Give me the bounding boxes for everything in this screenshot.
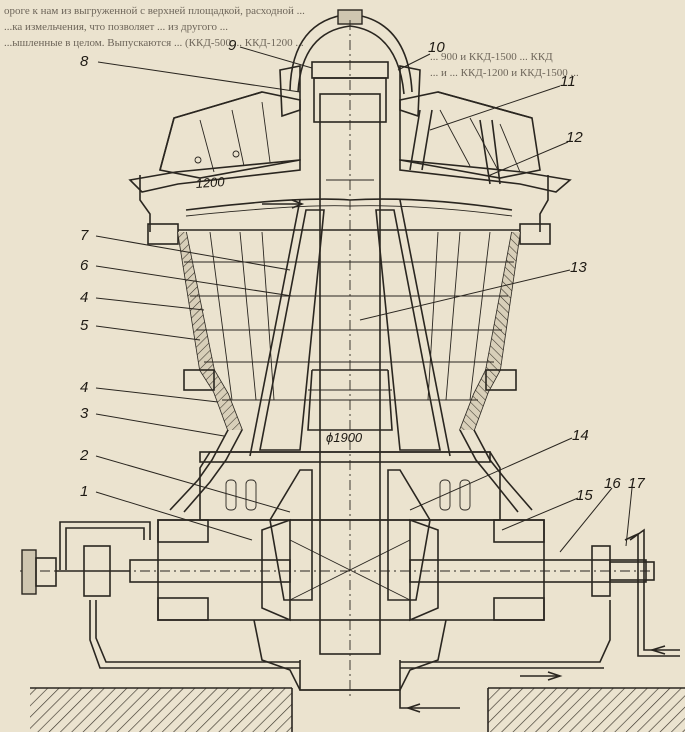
oil-piping bbox=[59, 521, 680, 713]
part-label-16: 16 bbox=[604, 475, 621, 492]
bg-text-line: ... 900 и ККД-1500 ... ККД bbox=[430, 51, 553, 63]
leader-lines bbox=[95, 46, 633, 553]
crushing-cone bbox=[249, 199, 451, 457]
part-label-8: 8 bbox=[80, 53, 89, 70]
dimension-labels: 1200 ϕ1900 bbox=[195, 174, 363, 445]
background-text: ороге к нам из выгруженной с верхней пло… bbox=[4, 5, 579, 79]
outer-bowl bbox=[169, 231, 533, 513]
foundation bbox=[30, 687, 685, 732]
upper-flange bbox=[147, 223, 551, 245]
spider-frame bbox=[159, 91, 541, 185]
part-label-9: 9 bbox=[228, 37, 237, 54]
part-label-1: 1 bbox=[80, 483, 88, 500]
bg-text-line: ... и ... ККД-1200 и ККД-1500 ... bbox=[430, 67, 579, 79]
part-label-17: 17 bbox=[628, 475, 645, 492]
part-label-3: 3 bbox=[80, 405, 89, 422]
part-labels: 8 9 10 11 12 7 6 4 5 4 3 2 1 13 14 15 16… bbox=[79, 37, 645, 504]
dimension-label-1900: ϕ1900 bbox=[326, 430, 363, 445]
right-coupling bbox=[591, 545, 655, 597]
part-label-2: 2 bbox=[79, 447, 89, 464]
bg-text-line: ...ышленные в целом. Выпускаются ... (КК… bbox=[4, 37, 304, 49]
base-frame bbox=[20, 518, 650, 691]
part-label-13: 13 bbox=[570, 259, 587, 276]
part-label-6: 6 bbox=[80, 257, 89, 274]
drive-pulley bbox=[21, 545, 130, 597]
bg-text-line: ороге к нам из выгруженной с верхней пло… bbox=[4, 5, 305, 17]
part-label-12: 12 bbox=[566, 129, 583, 146]
part-label-4-upper: 4 bbox=[80, 289, 88, 306]
part-label-5: 5 bbox=[80, 317, 89, 334]
main-shaft bbox=[307, 20, 393, 700]
dimension-label-1200: 1200 bbox=[195, 174, 226, 191]
part-label-4-lower: 4 bbox=[80, 379, 88, 396]
bg-text-line: ...ка измельчения, что позволяет ... из … bbox=[4, 21, 228, 33]
part-label-15: 15 bbox=[576, 487, 593, 504]
part-label-7: 7 bbox=[80, 227, 89, 244]
part-label-10: 10 bbox=[428, 39, 445, 56]
flow-arrow bbox=[262, 199, 305, 209]
part-label-14: 14 bbox=[572, 427, 589, 444]
part-label-11: 11 bbox=[560, 73, 576, 90]
